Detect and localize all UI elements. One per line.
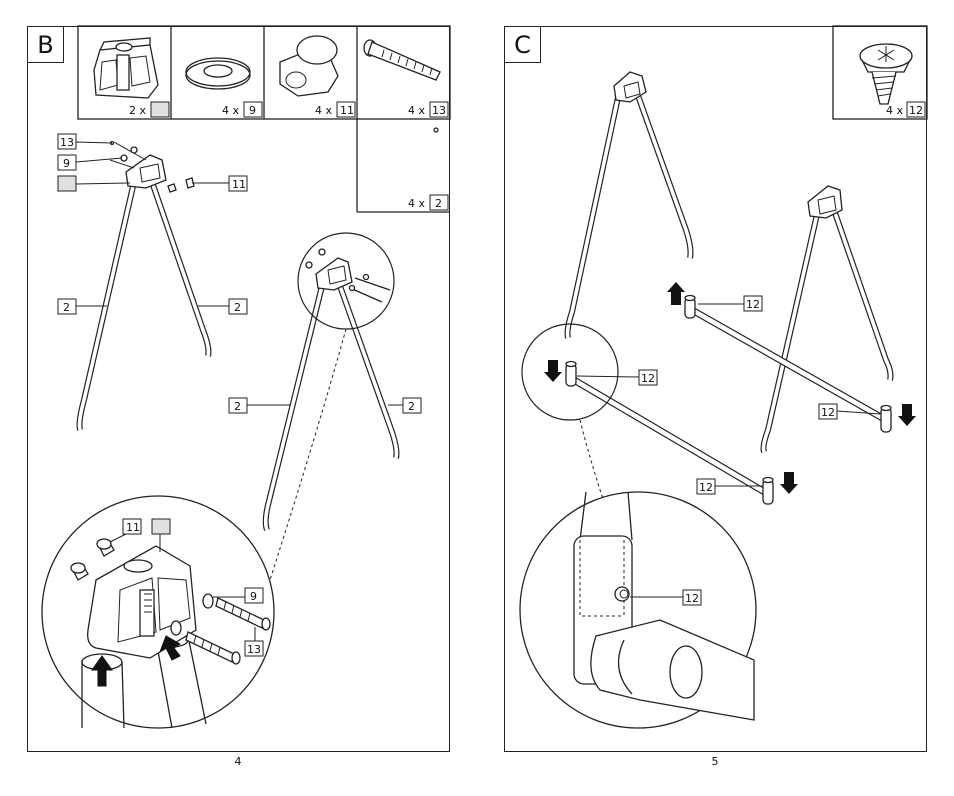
screw-icon	[859, 43, 913, 105]
step-letter: C	[505, 27, 541, 63]
leg-tube-icon	[365, 127, 439, 197]
callout-screw-a: 12	[746, 298, 760, 311]
callout-leg2-left: 2	[234, 400, 241, 413]
instruction-page-step-c: C	[504, 26, 927, 752]
callout-nut: 11	[232, 178, 246, 191]
callout-screw-b: 12	[641, 372, 655, 385]
parts-table-right: 4 x 12	[832, 25, 928, 120]
part-ref-box	[429, 101, 449, 118]
part-qty: 4 x	[408, 104, 425, 117]
crossbar-upper	[667, 282, 916, 433]
part-qty: 4 x	[886, 104, 903, 117]
part-qty: 4 x	[315, 104, 332, 117]
part-ref: 12	[909, 104, 923, 117]
tripod-a	[564, 71, 694, 339]
step-letter: B	[28, 27, 64, 63]
callouts-right: 12 12 12 12	[576, 295, 881, 495]
callout-washer: 9	[63, 157, 70, 170]
callout-leg-left: 2	[63, 301, 70, 314]
part-ref-box	[150, 101, 170, 118]
cap-nut-icon	[279, 35, 339, 97]
part-qty: 2 x	[129, 104, 146, 117]
tripod-assembled-view	[262, 232, 400, 581]
part-ref: 11	[340, 104, 354, 117]
bolt-icon	[363, 39, 441, 81]
callout-detail-screw: 12	[685, 592, 699, 605]
callout-bolt: 13	[60, 136, 74, 149]
callout-screw-d: 12	[699, 481, 713, 494]
part-ref: 2	[435, 197, 442, 210]
part-qty: 4 x	[408, 197, 425, 210]
callouts-tripod-2: 2 2	[228, 397, 422, 414]
callouts-head-detail: 11 9 13	[109, 518, 264, 657]
tripod-head-icon	[93, 37, 159, 99]
crossbar-lower	[521, 323, 798, 505]
head-detail-circle	[41, 495, 275, 729]
tripod-exploded-view	[76, 140, 212, 431]
page-number: 4	[234, 755, 242, 768]
part-ref-box	[429, 194, 449, 211]
washer-icon	[185, 57, 251, 90]
callout-detail-bolt: 13	[247, 643, 261, 656]
part-qty: 4 x	[222, 104, 239, 117]
page-number: 5	[711, 755, 719, 768]
callout-leg2-right: 2	[408, 400, 415, 413]
part-ref: 13	[432, 104, 446, 117]
tripod-b	[760, 185, 894, 453]
joint-detail-circle	[519, 491, 757, 729]
callout-screw-c: 12	[821, 406, 835, 419]
callouts-tripod-1: 13 9 11 2 2	[57, 133, 248, 315]
callout-detail-nut: 11	[126, 521, 140, 534]
part-ref-box	[906, 101, 926, 118]
parts-table-left: 2 x 4 x 9 4 x 11 4 x 13	[77, 25, 451, 213]
callout-leg-right: 2	[234, 301, 241, 314]
part-ref-box	[243, 101, 263, 118]
part-ref-box	[336, 101, 356, 118]
callout-detail-washer: 9	[250, 590, 257, 603]
callout-joint-detail: 12	[630, 589, 702, 606]
part-ref: 9	[249, 104, 256, 117]
